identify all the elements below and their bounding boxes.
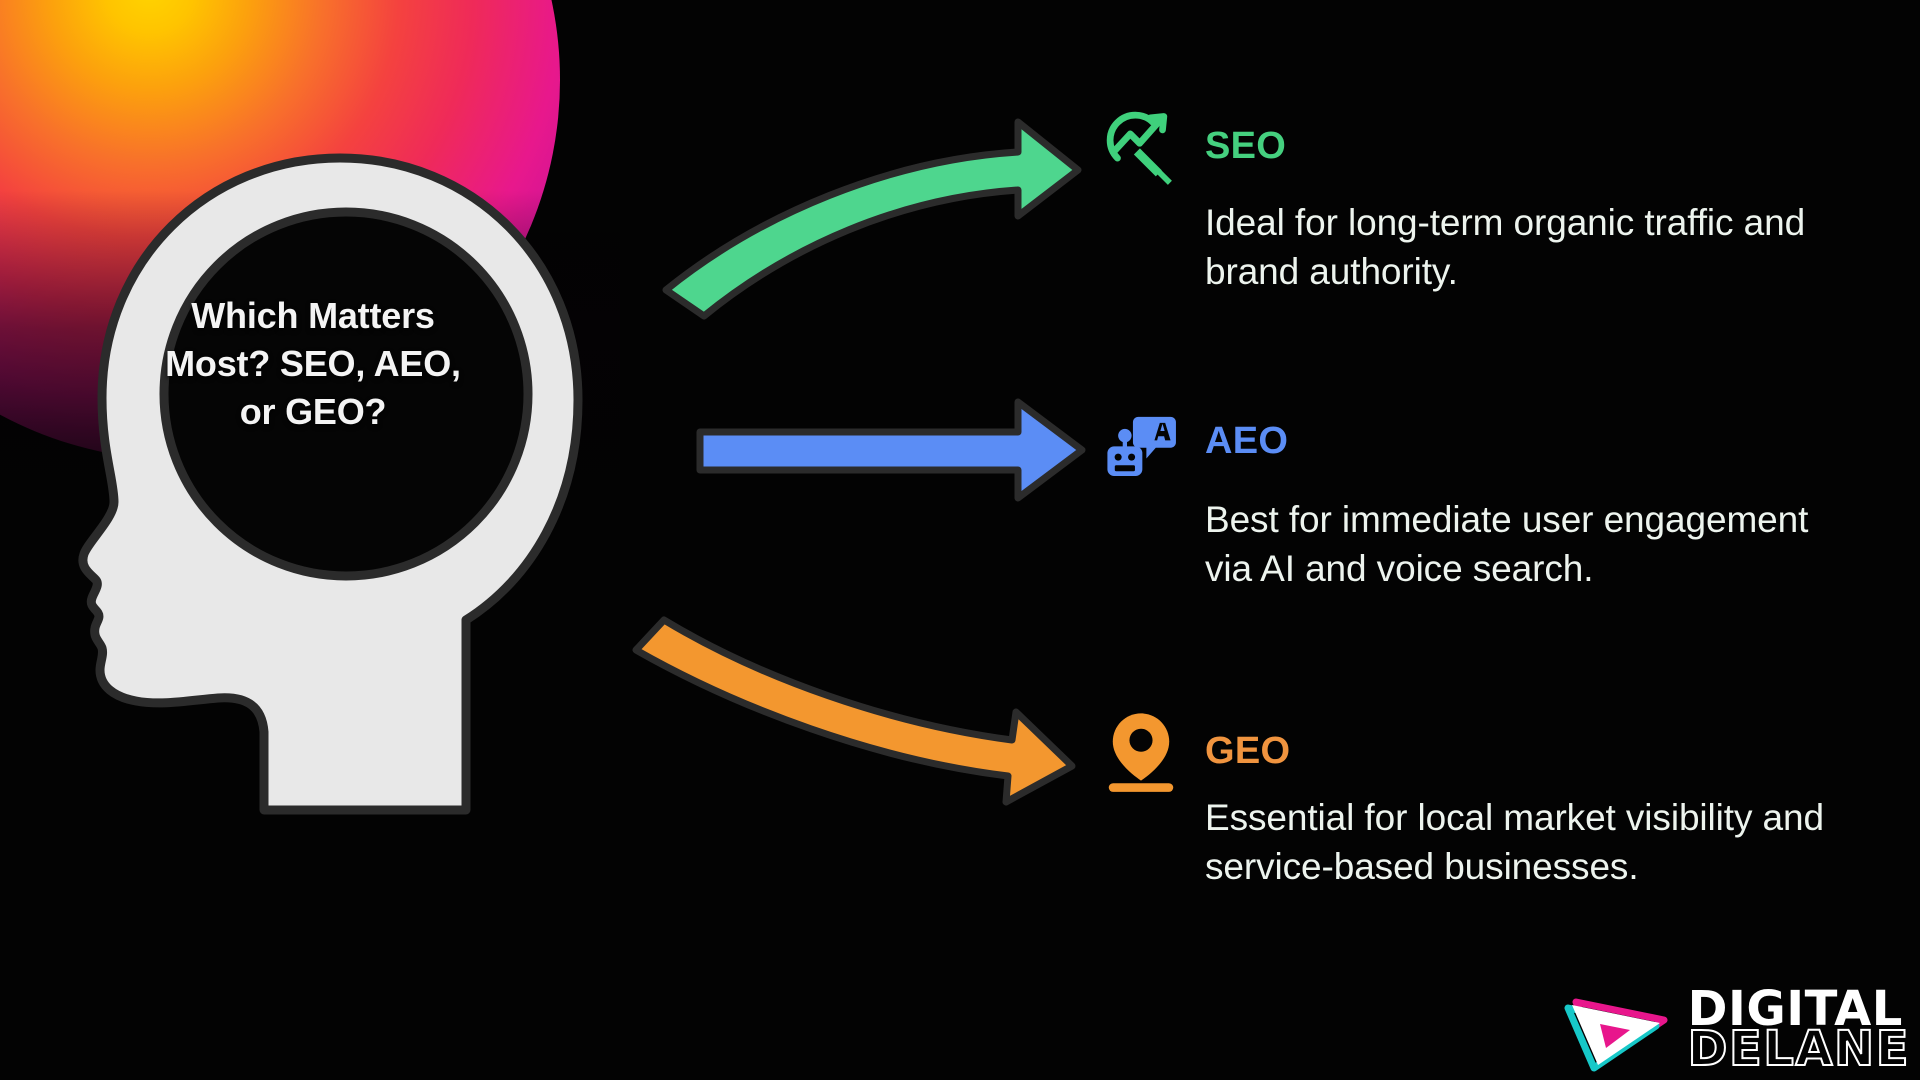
seo-description: Ideal for long-term organic traffic and …	[1205, 202, 1806, 293]
magnifier-trending-up-icon	[1095, 100, 1187, 192]
brand-line-delane: DELANE	[1687, 1021, 1910, 1077]
list-item-geo: GEO Essential for local market visibilit…	[1095, 705, 1885, 891]
strategy-list: SEO Ideal for long-term organic traffic …	[1095, 0, 1895, 1080]
arrow-geo	[632, 616, 1076, 806]
location-pin-icon	[1095, 705, 1187, 797]
arrow-seo	[662, 118, 1082, 320]
aeo-header-row: AEO	[1095, 395, 1885, 487]
robot-answer-bubble-icon	[1095, 395, 1187, 487]
list-item-seo: SEO Ideal for long-term organic traffic …	[1095, 100, 1885, 296]
geo-title: GEO	[1205, 730, 1291, 772]
brand-wordmark: DIGITAL DELANE	[1687, 980, 1910, 1077]
aeo-title: AEO	[1205, 420, 1289, 462]
aeo-description: Best for immediate user engagement via A…	[1205, 499, 1809, 590]
head-profile-shape	[78, 153, 583, 815]
head-question-text: Which Matters Most? SEO, AEO, or GEO?	[165, 295, 461, 433]
seo-header-row: SEO	[1095, 100, 1885, 192]
seo-title: SEO	[1205, 125, 1287, 167]
geo-header-row: GEO	[1095, 705, 1885, 797]
head-silhouette	[40, 150, 640, 815]
geo-description: Essential for local market visibility an…	[1205, 797, 1824, 888]
digital-delane-arrow-logo-icon	[1560, 986, 1672, 1072]
brand-logo: DIGITAL DELANE	[1560, 980, 1910, 1077]
arrow-aeo	[696, 398, 1086, 502]
list-item-aeo: AEO Best for immediate user engagement v…	[1095, 395, 1885, 593]
brand-line-digital: DIGITAL	[1687, 980, 1903, 1037]
